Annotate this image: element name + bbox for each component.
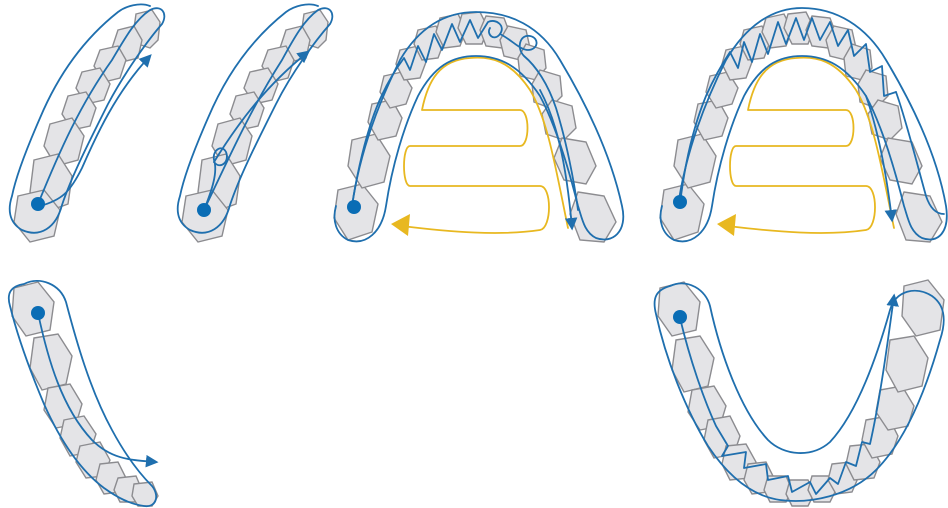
palate-scan-path bbox=[727, 56, 895, 234]
return-path bbox=[895, 91, 945, 215]
panel-upper-arch-palate bbox=[333, 11, 625, 243]
panel-upper-quadrant-1 bbox=[8, 3, 166, 243]
scan-outline bbox=[659, 7, 948, 243]
scan-direction-arrow bbox=[539, 89, 578, 231]
scan-direction-arrow bbox=[39, 54, 152, 207]
scan-direction-arrow bbox=[37, 312, 159, 468]
panel-upper-quadrant-2 bbox=[176, 3, 334, 243]
scan-outline bbox=[176, 3, 334, 234]
palate-arrow-head bbox=[717, 214, 736, 236]
panel-lower-quadrant bbox=[7, 280, 159, 508]
panel-lower-arch bbox=[653, 279, 945, 507]
scan-outline bbox=[333, 11, 625, 243]
scan-start-point bbox=[347, 200, 361, 214]
scan-start-point bbox=[197, 203, 211, 217]
palate-scan-path bbox=[401, 56, 569, 234]
scan-outline bbox=[7, 280, 158, 508]
scan-start-point bbox=[31, 306, 45, 320]
loop-path bbox=[499, 33, 579, 211]
tooth bbox=[885, 335, 929, 393]
tooth bbox=[673, 133, 717, 189]
scan-direction-arrow bbox=[213, 50, 310, 163]
zigzag-occlusal-path bbox=[679, 293, 899, 495]
tooth bbox=[785, 479, 815, 507]
zigzag-occlusal-path bbox=[679, 17, 897, 205]
teeth-group bbox=[333, 11, 617, 243]
tooth bbox=[657, 281, 701, 337]
teeth-group bbox=[657, 279, 945, 507]
scan-start-point bbox=[31, 197, 45, 211]
tooth bbox=[347, 133, 391, 189]
scan-loop bbox=[203, 147, 228, 211]
scan-start-point bbox=[673, 310, 687, 324]
palate-arrow-head bbox=[391, 214, 410, 236]
teeth-group bbox=[659, 11, 943, 243]
scan-outline bbox=[653, 282, 945, 502]
teeth-group bbox=[181, 9, 329, 243]
panel-upper-arch-zigzag bbox=[659, 7, 948, 243]
scan-start-point bbox=[673, 195, 687, 209]
tooth bbox=[901, 279, 945, 337]
scan-direction-arrow bbox=[865, 95, 898, 223]
